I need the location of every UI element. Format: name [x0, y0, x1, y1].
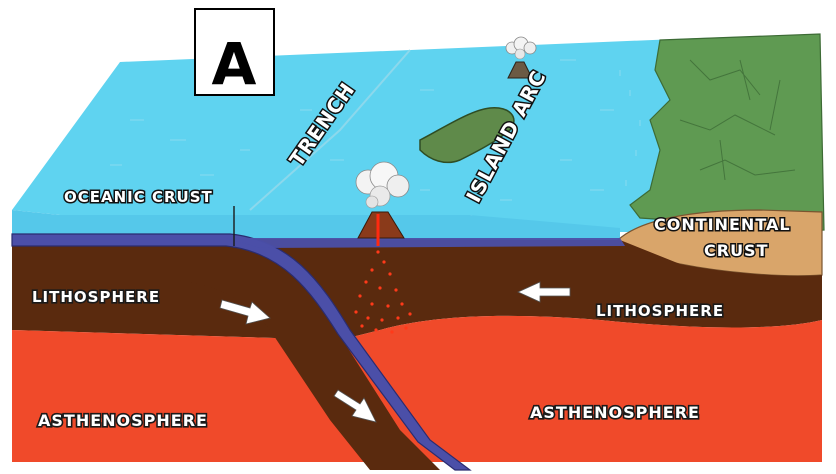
label-lithosphere-left: LITHOSPHERE	[32, 288, 160, 306]
continent-land	[630, 34, 824, 232]
label-asthenosphere-right: ASTHENOSPHERE	[530, 403, 700, 422]
label-continental-crust-line1: CONTINENTAL	[654, 215, 791, 234]
label-asthenosphere-left: ASTHENOSPHERE	[38, 411, 208, 430]
label-lithosphere-right: LITHOSPHERE	[596, 302, 724, 320]
panel-label: A	[212, 30, 257, 98]
label-oceanic-crust: OCEANIC CRUST	[64, 188, 213, 206]
label-continental-crust-line2: CRUST	[704, 241, 769, 260]
